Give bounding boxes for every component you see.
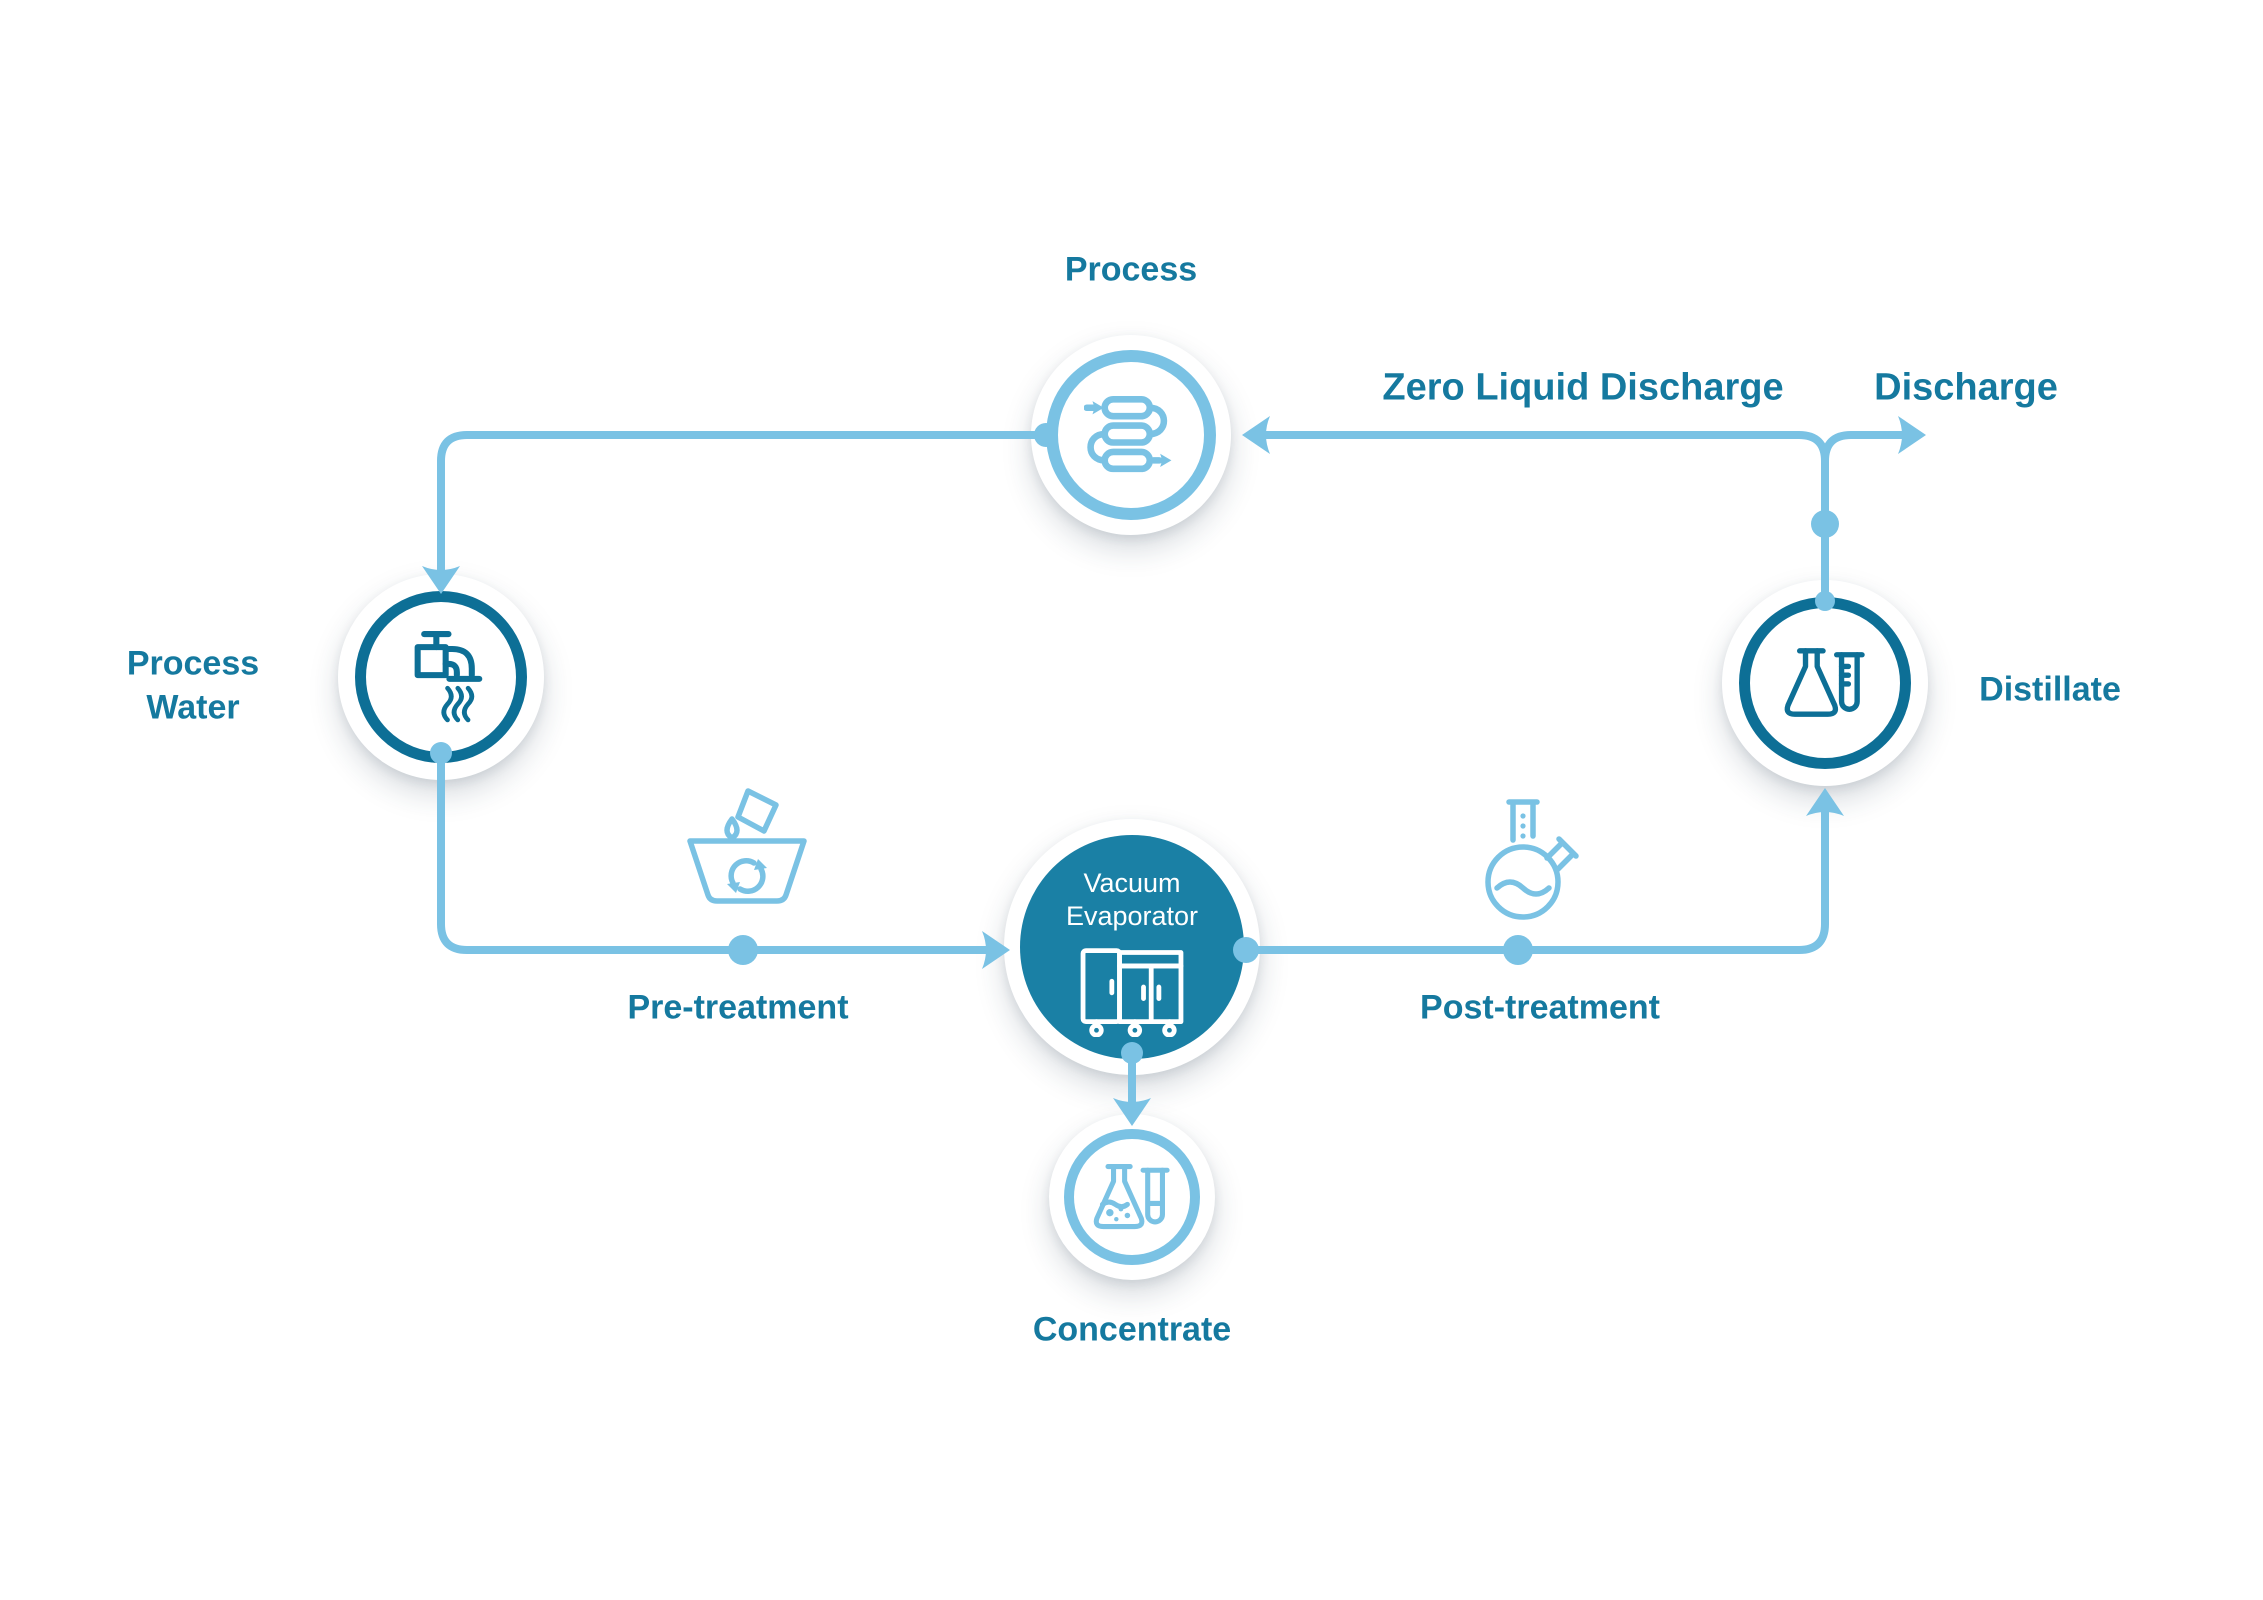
faucet-icon xyxy=(414,631,483,723)
zero-liquid-discharge-label: Zero Liquid Discharge xyxy=(1382,366,1784,409)
vacuum-evaporator-label: Vacuum Evaporator xyxy=(1065,868,1199,931)
discharge-label: Discharge xyxy=(1874,366,2058,409)
junction-dot-discharge-branch xyxy=(1811,510,1839,538)
process-water-ring xyxy=(355,591,527,763)
node-concentrate xyxy=(1049,1114,1215,1280)
junction-dot-post-treatment xyxy=(1503,935,1533,965)
arrowhead-into-distillate xyxy=(1806,788,1844,816)
post-treatment-label: Post-treatment xyxy=(1420,988,1660,1027)
process-ring xyxy=(1046,350,1216,520)
node-distillate xyxy=(1722,580,1928,786)
edge-distillate-to-discharge xyxy=(1821,431,1908,474)
evaporator-machine-icon xyxy=(1080,948,1184,1037)
flask-test-tube-icon xyxy=(1784,648,1865,717)
arrowhead-discharge xyxy=(1898,416,1926,454)
concentrate-label: Concentrate xyxy=(1032,1310,1232,1349)
distillate-ring xyxy=(1739,597,1911,769)
edge-distillate-to-process xyxy=(1248,431,1829,606)
arrowhead-into-process xyxy=(1242,416,1270,454)
edge-process-to-process-water xyxy=(437,431,1050,576)
concentrate-flask-icon xyxy=(1093,1164,1170,1230)
node-process-water xyxy=(338,574,544,780)
process-water-label: Process Water xyxy=(126,644,260,726)
distillate-label: Distillate xyxy=(1979,670,2121,709)
node-process xyxy=(1031,335,1231,535)
process-flow-icon xyxy=(1084,395,1172,473)
pre-treatment-label: Pre-treatment xyxy=(627,988,849,1027)
process-label: Process xyxy=(1064,250,1198,289)
pre-treatment-icon xyxy=(687,788,807,904)
vacuum-evaporator-circle: Vacuum Evaporator xyxy=(1020,835,1244,1059)
post-treatment-icon xyxy=(1485,799,1579,920)
node-vacuum-evaporator: Vacuum Evaporator xyxy=(1004,819,1260,1075)
junction-dot-pre-treatment xyxy=(728,935,758,965)
concentrate-ring xyxy=(1064,1129,1200,1265)
